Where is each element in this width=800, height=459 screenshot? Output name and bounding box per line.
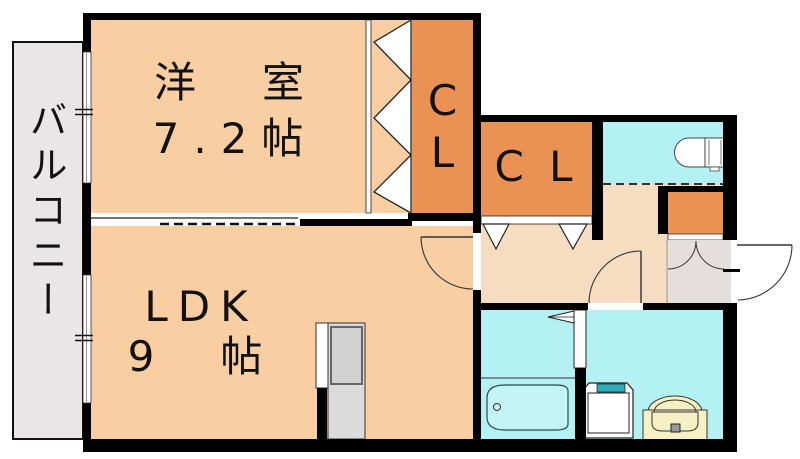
wall-storage-top — [658, 186, 723, 192]
wall-bath-top-left — [481, 303, 588, 310]
wall-toilet-left — [592, 122, 603, 240]
window-western-room — [82, 51, 92, 184]
wall-center-lower — [473, 290, 481, 439]
bath-folding-door-track — [573, 309, 587, 369]
doorway-washroom — [588, 303, 643, 310]
bathtub — [486, 384, 569, 431]
wall-bottom — [83, 439, 737, 452]
storage-closet — [668, 192, 723, 234]
room-ldk — [91, 226, 473, 439]
entry-genkan — [668, 240, 731, 303]
vanity-faucet-icon — [670, 423, 681, 433]
closet-cl1 — [412, 20, 473, 213]
balcony-area — [12, 41, 84, 440]
washing-machine-accent — [596, 383, 626, 393]
closet-cl2-door-v-left — [482, 223, 510, 251]
wall-top — [85, 13, 481, 20]
bathtub-drain-icon — [493, 403, 501, 411]
front-door-arc — [737, 244, 793, 301]
door-arc-ldk — [420, 236, 474, 290]
front-door-stop-tick — [723, 269, 740, 272]
storage-door-arc-right — [695, 240, 725, 270]
wall-right-lower — [723, 303, 737, 452]
wall-center-upper — [473, 13, 481, 233]
wall-topright — [473, 115, 737, 122]
toilet-bowl — [674, 137, 712, 168]
kitchen-sink — [330, 326, 363, 385]
wall-bath-top-right — [643, 303, 723, 310]
kitchen-counter-edge — [315, 322, 329, 389]
closet-cl2-door-v-right — [557, 223, 589, 251]
closet-cl2-door-strip — [480, 215, 593, 225]
closet-cl2 — [481, 122, 592, 216]
wall-cl1-bottom — [408, 213, 481, 221]
wall-partition-solid — [300, 219, 412, 226]
vanity-inner-arc — [653, 399, 697, 413]
wall-bath-partition — [575, 368, 586, 439]
toilet-foot — [709, 166, 720, 172]
closet-cl1-folding-door — [372, 18, 412, 215]
doorway-ldk-hall — [473, 233, 481, 290]
toilet-tank — [704, 137, 727, 168]
wall-left — [83, 13, 91, 452]
wall-kitchen-stub — [317, 388, 327, 439]
storage-door-arc-left — [667, 240, 697, 270]
vanity-basin — [651, 411, 699, 432]
closet-cl1-door-track — [365, 19, 372, 214]
window-ldk — [82, 274, 92, 404]
storage-closet-door-strip — [667, 233, 724, 241]
wall-storage-left — [658, 186, 668, 234]
windows — [75, 51, 93, 404]
washing-machine — [587, 392, 630, 434]
walls — [83, 13, 740, 452]
wall-right-upper — [723, 115, 737, 240]
door-arc-washroom — [588, 250, 642, 304]
